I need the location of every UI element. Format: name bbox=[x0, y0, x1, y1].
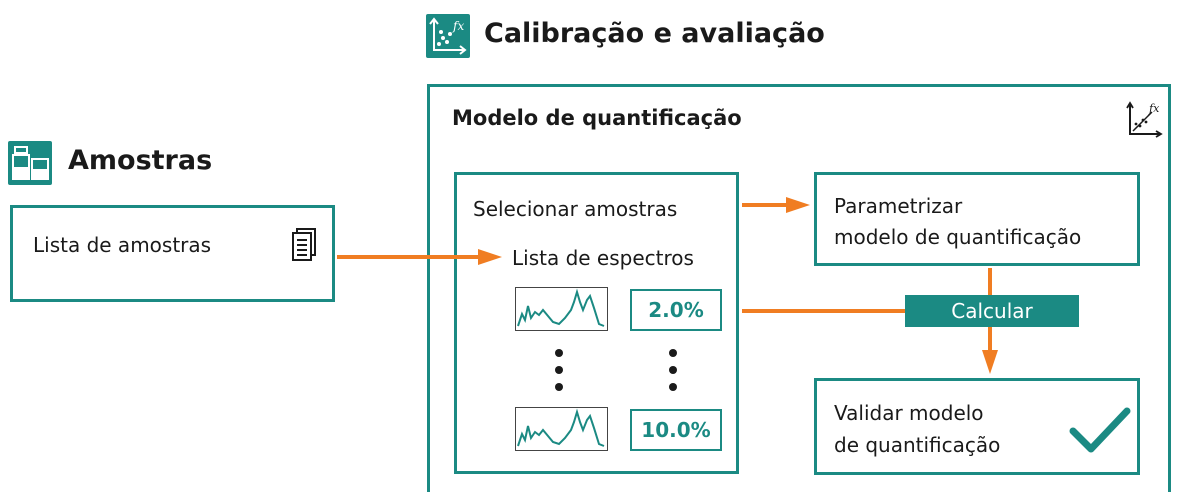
document-list-icon bbox=[292, 228, 316, 261]
ellipsis-dot bbox=[555, 366, 563, 374]
samples-bottle-icon bbox=[12, 146, 49, 180]
ellipsis-dot bbox=[669, 349, 677, 357]
ellipsis-dot bbox=[555, 383, 563, 391]
calculate-button[interactable]: Calcular bbox=[905, 295, 1079, 327]
select-samples-box[interactable]: Selecionar amostras Lista de espectros 2… bbox=[454, 172, 739, 474]
samples-icon bbox=[8, 141, 52, 185]
quantification-model-frame bbox=[427, 84, 1171, 492]
validate-line2: de quantificação bbox=[834, 433, 1001, 457]
spectrum-thumbnail bbox=[515, 407, 608, 451]
arrowhead bbox=[478, 249, 502, 265]
select-samples-label: Selecionar amostras bbox=[473, 197, 678, 221]
checkmark-icon bbox=[1069, 407, 1131, 453]
sample-list-label: Lista de amostras bbox=[33, 233, 212, 257]
validate-model-box[interactable]: Validar modelo de quantificação bbox=[814, 378, 1140, 475]
scatter-fx-icon: fx bbox=[1126, 101, 1163, 138]
calibration-title: Calibração e avaliação bbox=[484, 18, 825, 49]
arrowhead bbox=[786, 197, 810, 213]
parametrize-model-box[interactable]: Parametrizar modelo de quantificação bbox=[814, 172, 1140, 266]
spectra-list-label: Lista de espectros bbox=[512, 246, 694, 270]
ellipsis-dot bbox=[555, 349, 563, 357]
ellipsis-dot bbox=[669, 383, 677, 391]
calibration-icon: fx bbox=[426, 14, 470, 58]
scatter-fx-icon: fx bbox=[429, 17, 467, 55]
spectrum-graph-icon bbox=[517, 408, 605, 447]
arrowhead bbox=[982, 350, 998, 374]
samples-title: Amostras bbox=[68, 145, 213, 176]
svg-text:fx: fx bbox=[1148, 102, 1160, 115]
quantification-model-title: Modelo de quantificação bbox=[452, 106, 742, 130]
spectrum-thumbnail bbox=[515, 287, 608, 331]
parametrize-line2: modelo de quantificação bbox=[834, 225, 1082, 249]
spectrum-graph-icon bbox=[517, 288, 605, 327]
sample-list-box[interactable]: Lista de amostras bbox=[10, 205, 335, 302]
validate-line1: Validar modelo bbox=[834, 401, 984, 425]
svg-text:fx: fx bbox=[452, 19, 464, 33]
concentration-value: 2.0% bbox=[630, 289, 722, 331]
ellipsis-dot bbox=[669, 366, 677, 374]
concentration-value: 10.0% bbox=[630, 409, 722, 451]
parametrize-line1: Parametrizar bbox=[834, 194, 963, 218]
